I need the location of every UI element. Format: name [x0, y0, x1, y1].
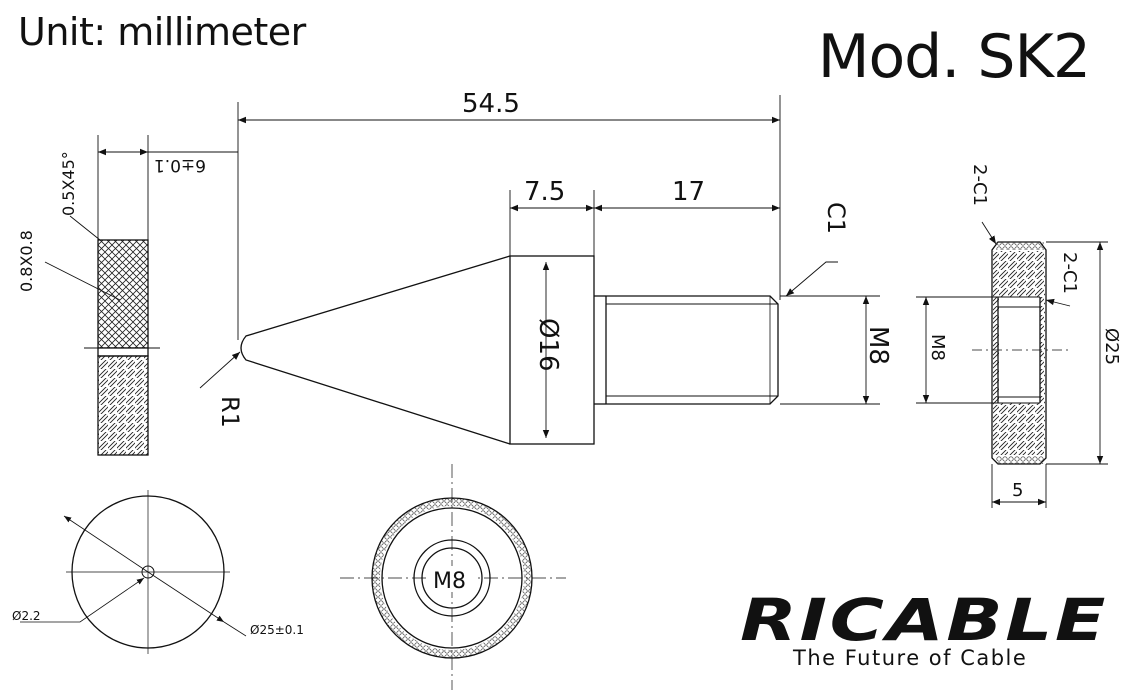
spike-side-view: [199, 95, 880, 445]
pad-thread-label: M8: [927, 334, 948, 361]
knurl-label: 0.8X0.8: [17, 230, 36, 292]
brand-tagline: The Future of Cable: [793, 646, 1028, 670]
disc-hole-label: Ø2.2: [12, 609, 41, 623]
disc-front-view: [20, 490, 247, 654]
ricable-logo: RICABLE: [740, 586, 1108, 654]
pad-diameter-label: Ø25: [1101, 328, 1122, 365]
thread-length-label: 17: [672, 177, 705, 207]
pad-thickness-label: 5: [1012, 480, 1023, 501]
disc-diameter-label: Ø25±0.1: [250, 623, 304, 637]
thread-size-label: M8: [863, 326, 893, 365]
overall-length-label: 54.5: [462, 89, 520, 119]
ricable-logo-text: RICABLE: [740, 586, 1108, 654]
nut-front-view: [340, 464, 566, 690]
head-length-label: 7.5: [524, 177, 565, 207]
pad-chamfer-inner-label: 2-C1: [1059, 252, 1080, 294]
chamfer-label: C1: [822, 202, 850, 234]
nut-thread-label: M8: [433, 569, 466, 594]
head-diameter-label: Ø16: [533, 318, 563, 372]
model-title: Mod. SK2: [817, 22, 1091, 92]
disc-chamfer-label: 0.5X45°: [59, 151, 78, 216]
pad-chamfer-outer-label: 2-C1: [969, 164, 990, 206]
tip-radius-label: R1: [216, 396, 244, 428]
disc-thickness-label: 6±0.1: [154, 155, 206, 175]
unit-label: Unit: millimeter: [18, 10, 306, 54]
pad-section-view: [916, 221, 1108, 508]
disc-side-section: [44, 135, 238, 456]
